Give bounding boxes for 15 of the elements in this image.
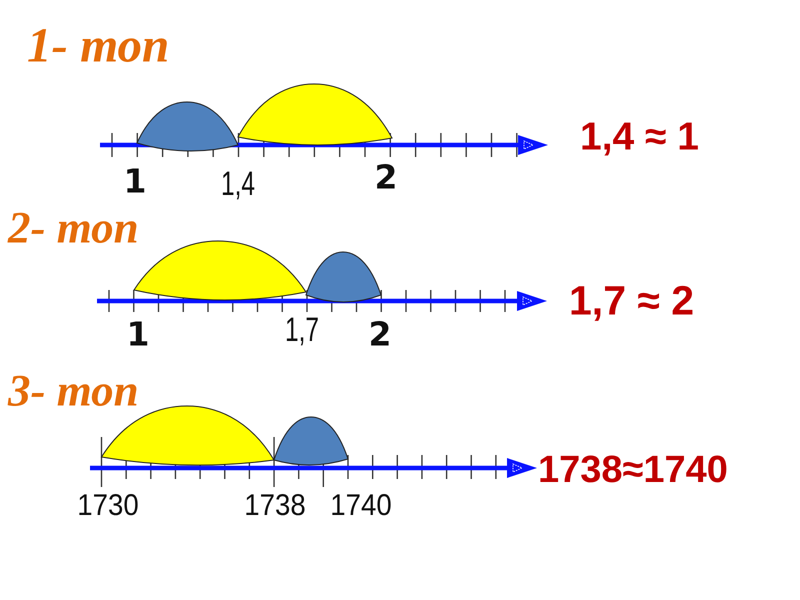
example-heading: 2- топ (8, 206, 139, 250)
tick-label: 1,7 (284, 313, 320, 347)
tick-label: 1738 (244, 491, 306, 521)
tick-label: 1730 (77, 491, 139, 521)
approximation-result: 1738≈1740 (538, 451, 728, 489)
tick-label: 2 (368, 318, 392, 350)
tick-label: 1 (126, 318, 150, 350)
tick-label: 2 (374, 160, 398, 194)
tick-label: 1740 (330, 491, 392, 521)
example-heading: 3- топ (8, 368, 139, 414)
example-heading: 1- топ (27, 20, 170, 70)
approximation-result: 1,4 ≈ 1 (580, 118, 699, 156)
tick-label: 1 (124, 164, 146, 198)
tick-label: 1,4 (220, 167, 256, 201)
approximation-result: 1,7 ≈ 2 (569, 280, 694, 322)
